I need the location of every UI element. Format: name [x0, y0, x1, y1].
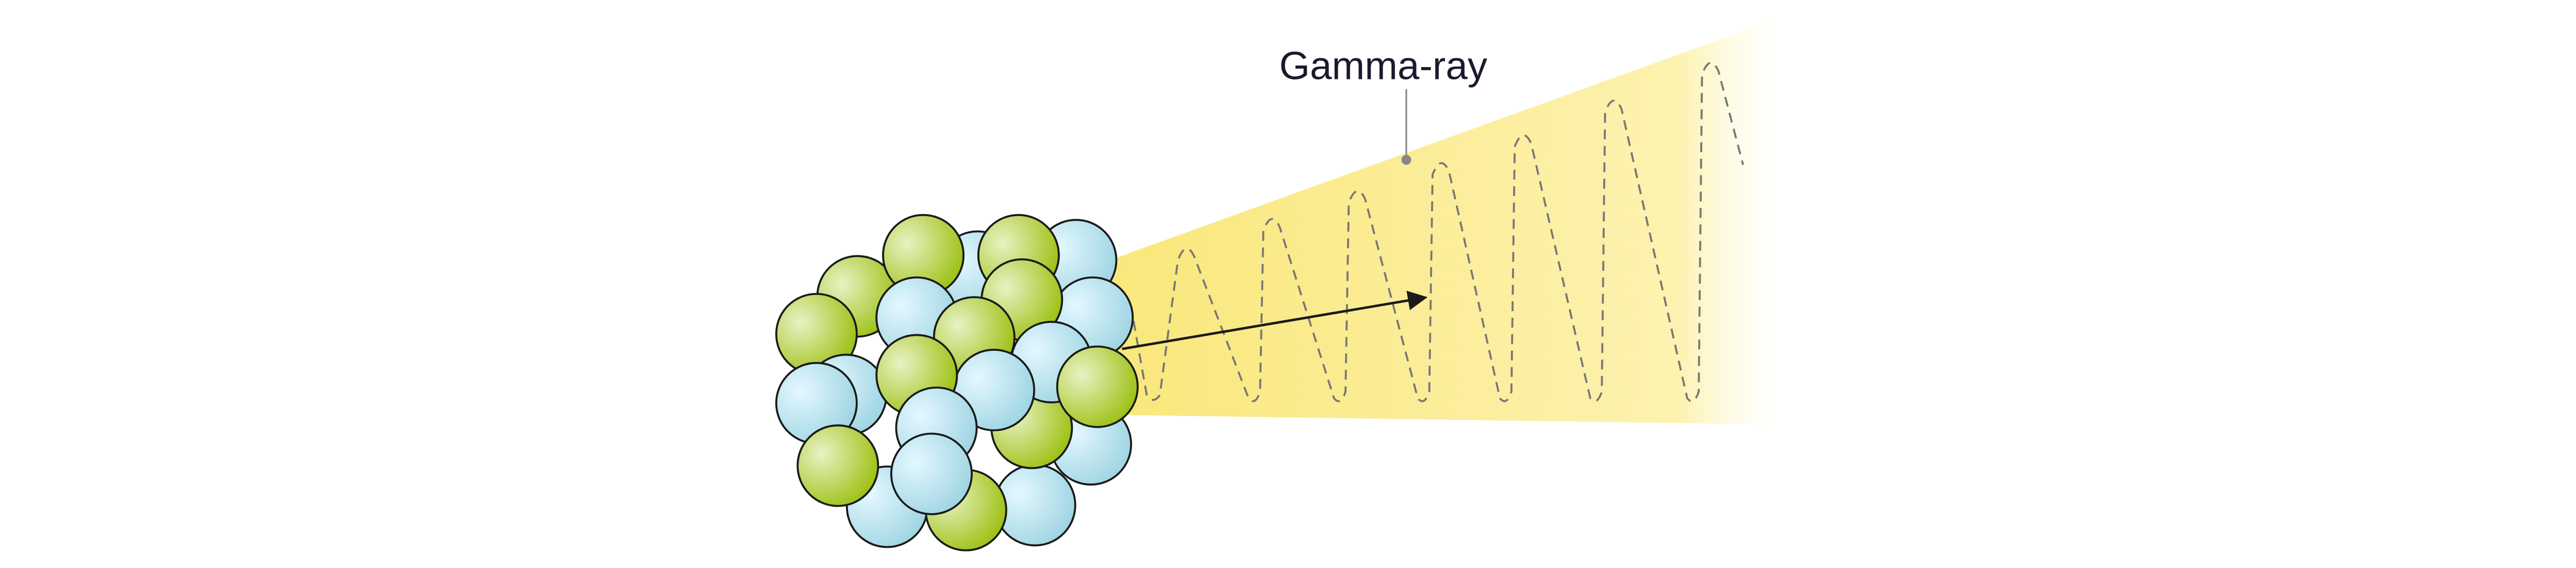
gamma-ray-label: Gamma-ray	[1279, 44, 1488, 88]
gamma-wave	[1133, 61, 1744, 402]
neutron-sphere	[890, 432, 973, 515]
emission-arrow	[1122, 290, 1428, 350]
nucleus	[775, 214, 1139, 551]
label-leader-dot	[1401, 155, 1411, 165]
proton-sphere	[796, 424, 879, 507]
proton-sphere	[1056, 345, 1139, 428]
